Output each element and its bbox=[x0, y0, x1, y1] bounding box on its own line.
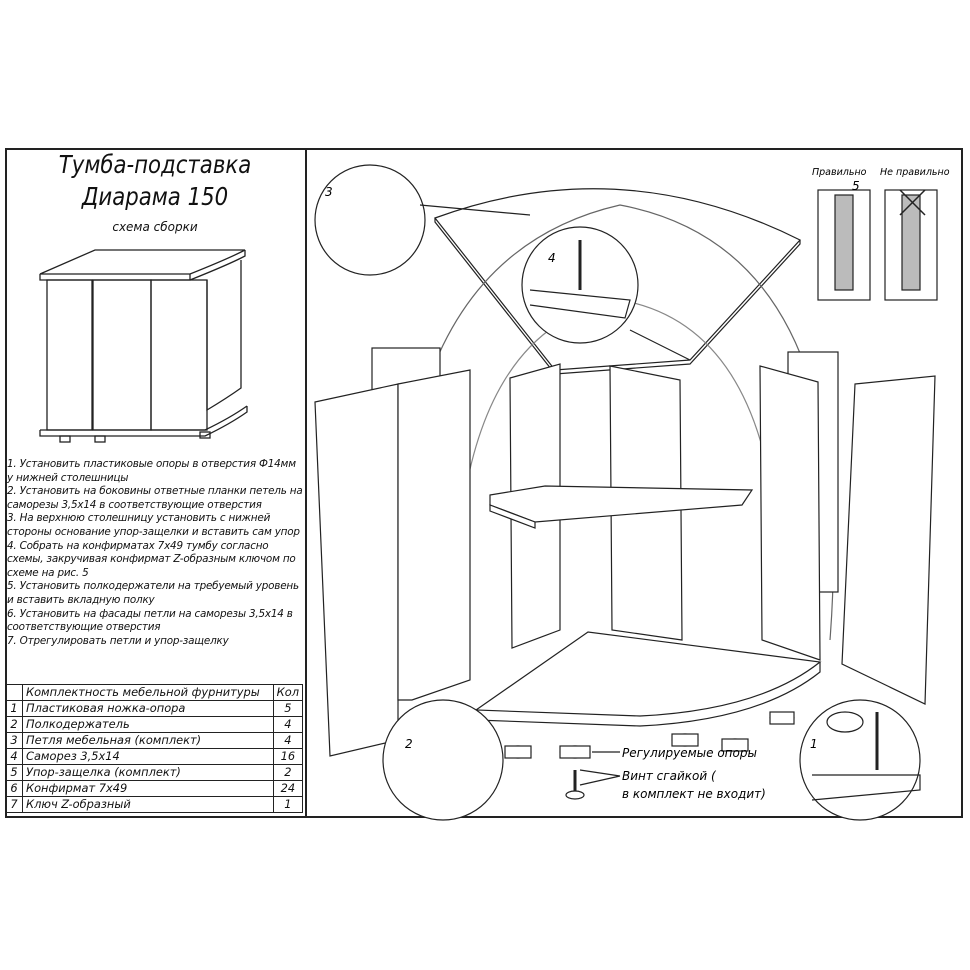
left-door-outer bbox=[314, 383, 399, 757]
detail-number-1: 1 bbox=[810, 737, 818, 751]
subtitle: схема сборки bbox=[112, 220, 198, 234]
step-2: 2. Установить на боковины ответные планк… bbox=[7, 485, 303, 511]
header-qty: Кол bbox=[272, 684, 304, 701]
step-3: 3. На верхнюю столешницу установить с ни… bbox=[7, 512, 300, 538]
label-adjustable-feet: Регулируемые опоры bbox=[622, 746, 757, 760]
step-4: 4. Собрать на конфирматах 7х49 тумбу сог… bbox=[7, 539, 296, 579]
step-6: 6. Установить на фасады петли на саморез… bbox=[7, 607, 293, 634]
step-7: 7. Отрегулировать петли и упор-защелку bbox=[7, 634, 229, 647]
label-screw-line-1: Винт сгайкой ( bbox=[622, 769, 717, 783]
detail-circle-2 bbox=[382, 699, 504, 821]
drawing-frame bbox=[5, 148, 963, 818]
label-correct: Правильно bbox=[812, 167, 867, 178]
bottom-board bbox=[474, 631, 822, 717]
assembly-steps: 1. Установить пластиковые опоры в отверс… bbox=[7, 458, 303, 648]
detail-circle-1 bbox=[799, 699, 921, 821]
detail-number-5: 5 bbox=[852, 179, 860, 193]
left-door-inner bbox=[397, 369, 471, 701]
cabinet-preview-drawing bbox=[39, 249, 248, 443]
adjustable-feet bbox=[504, 711, 795, 759]
detail-number-4: 4 bbox=[548, 251, 556, 265]
left-panel: Тумба-подставка Диарама 150 схема сборки… bbox=[5, 148, 307, 818]
step-1: 1. Установить пластиковые опоры в отверс… bbox=[7, 458, 296, 484]
label-incorrect: Не правильно bbox=[880, 167, 950, 178]
detail-number-3: 3 bbox=[325, 185, 333, 199]
detail-circle-3 bbox=[314, 164, 426, 276]
title-line-2: Диарама 150 bbox=[81, 182, 229, 211]
label-screw-line-2: в комплект не входит) bbox=[622, 787, 766, 801]
detail-number-2: 2 bbox=[405, 737, 413, 751]
right-door-outer bbox=[841, 375, 936, 705]
step-5: 5. Установить полкодержатели на требуемы… bbox=[7, 580, 299, 606]
right-door-inner bbox=[759, 365, 821, 661]
title-line-1: Тумба-подставка bbox=[58, 150, 252, 179]
